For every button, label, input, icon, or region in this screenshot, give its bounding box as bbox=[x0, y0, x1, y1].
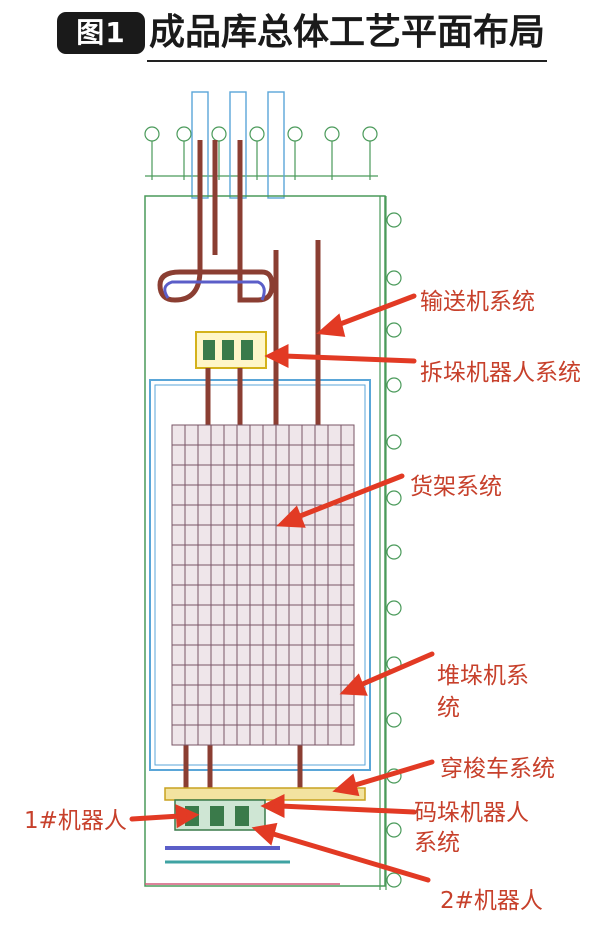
figure-number-badge: 图1 bbox=[57, 12, 145, 54]
label-stacker-system-line2: 统 bbox=[437, 695, 460, 721]
shuttle-zone bbox=[145, 787, 366, 885]
column-axis-markers bbox=[144, 126, 378, 180]
rack-grid bbox=[171, 424, 355, 746]
title-underline bbox=[147, 60, 547, 62]
label-palletizing-robot-system-line1: 码垛机器人 bbox=[414, 800, 529, 826]
conveyor-loop-blue bbox=[163, 280, 266, 301]
figure-title-text: 成品库总体工艺平面布局 bbox=[149, 12, 546, 53]
label-conveyor-system: 输送机系统 bbox=[420, 289, 535, 315]
label-palletizing-robot-system-line2: 系统 bbox=[414, 830, 460, 856]
inbound-lanes bbox=[191, 91, 285, 199]
pointer-arrows bbox=[129, 293, 435, 883]
label-shuttle-system: 穿梭车系统 bbox=[440, 756, 555, 782]
conveyor-loop bbox=[157, 140, 321, 430]
label-robot-2: 2#机器人 bbox=[440, 888, 543, 914]
rack-inlet-conveyors bbox=[183, 368, 303, 790]
figure-title: 图1 成品库总体工艺平面布局 bbox=[57, 10, 557, 62]
label-shelf-system: 货架系统 bbox=[410, 474, 502, 500]
label-destacking-robot-system: 拆垛机器人系统 bbox=[420, 360, 581, 386]
label-stacker-system-line1: 堆垛机系 bbox=[437, 663, 529, 689]
building-outline bbox=[144, 195, 386, 887]
label-robot-1: 1#机器人 bbox=[24, 808, 127, 834]
destacking-robot-area bbox=[195, 331, 267, 369]
